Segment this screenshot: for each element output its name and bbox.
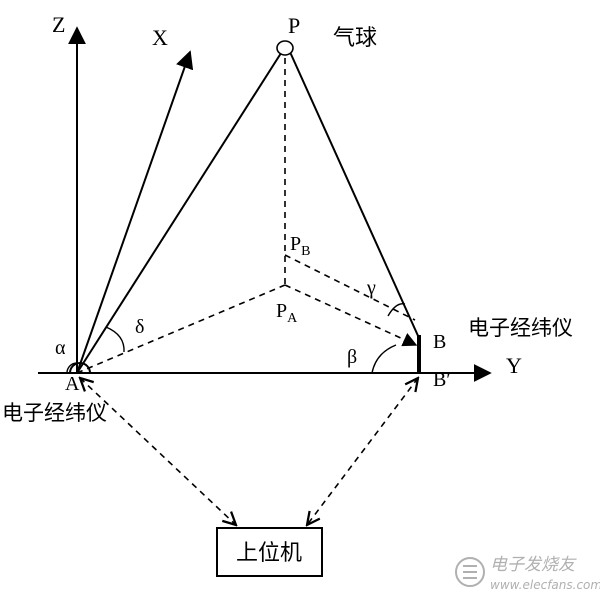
axis-z-label: Z [52, 12, 65, 37]
line-a-to-p [76, 49, 284, 374]
watermark-url: www.elecfans.com [490, 578, 600, 592]
angle-delta-arc [105, 326, 125, 353]
balloon-label: 气球 [333, 26, 377, 51]
point-pa-label: PA [276, 300, 298, 326]
angle-alpha-arc [66, 362, 78, 374]
host-computer-label: 上位机 [236, 541, 302, 566]
axis-x-label: X [152, 25, 168, 50]
dashed-link-a-host [80, 378, 236, 525]
host-computer-box [216, 527, 323, 577]
angle-alpha-label: α [55, 337, 66, 359]
point-a-label: A [65, 373, 80, 395]
point-pb-label: PB [290, 233, 310, 259]
angle-beta-label: β [347, 346, 357, 368]
point-b-label: B [433, 331, 446, 353]
angle-delta-label: δ [135, 316, 144, 338]
watermark-logo-icon [455, 557, 485, 587]
dashed-link-b-host [307, 378, 418, 525]
angle-beta-arc [371, 344, 397, 374]
watermark-logo-mark [463, 565, 477, 579]
point-a-marker [69, 362, 91, 374]
point-b-prime-label: B′ [433, 369, 451, 391]
theodolite-b-label: 电子经纬仪 [468, 316, 573, 340]
theodolite-a-label: 电子经纬仪 [2, 401, 107, 425]
x-axis-line [76, 50, 194, 374]
line-b-to-p [289, 51, 420, 339]
dashed-a-to-pa [76, 284, 286, 374]
watermark-main: 电子发烧友 [490, 555, 577, 575]
point-p-label: P [288, 13, 300, 38]
watermark: 电子发烧友 www.elecfans.com [455, 555, 600, 592]
dashed-pa-to-b [284, 284, 418, 347]
axis-y-label: Y [506, 353, 522, 378]
angle-gamma-arc [387, 303, 406, 317]
balloon-shape [276, 40, 294, 56]
angle-gamma-label: γ [366, 277, 376, 299]
